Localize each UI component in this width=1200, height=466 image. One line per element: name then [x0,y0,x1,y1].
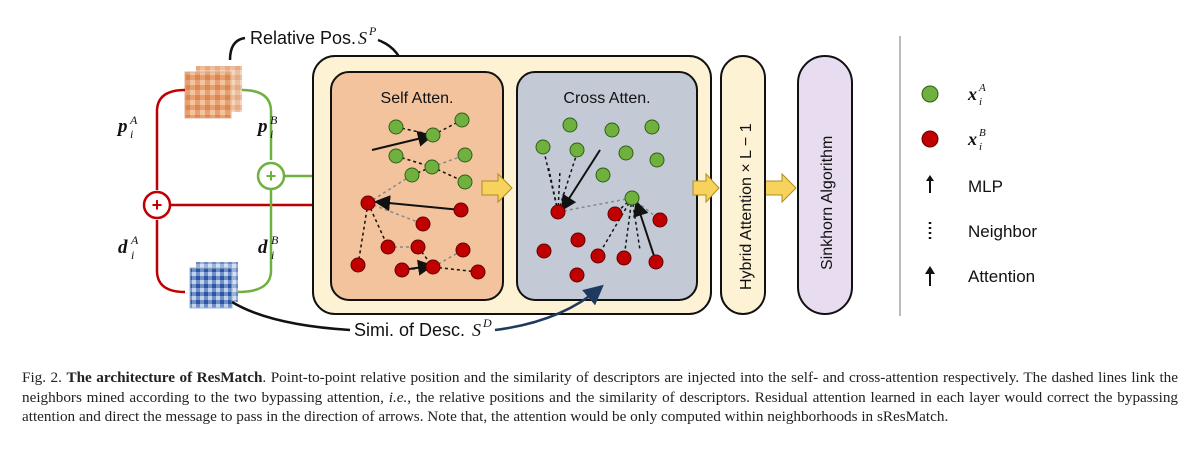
svg-text:i: i [979,96,982,108]
yellow-arrow-self-to-cross [481,172,513,204]
svg-text:Simi. of Desc.: Simi. of Desc. [354,320,465,340]
legend-attention-icon [925,266,935,286]
legend-red-dot [921,130,939,148]
svg-text:A: A [130,233,139,247]
sinkhorn-block [797,55,853,315]
svg-text:p: p [116,116,128,137]
svg-text:i: i [979,141,982,153]
svg-text:i: i [130,127,133,141]
svg-text:x: x [967,84,977,104]
svg-text:B: B [271,233,279,247]
descriptor-connector [231,300,351,332]
caption-title: The architecture of ResMatch [66,369,263,386]
caption-fig-number: Fig. 2. [22,369,62,386]
svg-text:Relative Pos.: Relative Pos. [250,28,356,48]
svg-text:d: d [258,237,268,258]
svg-text:x: x [967,129,977,149]
position-matrix-image [184,66,242,119]
svg-text:B: B [979,127,986,139]
hybrid-attention-block [720,55,766,315]
red-path-top [155,88,186,190]
legend-attention-label: Attention [968,267,1035,286]
legend-xa-label: x A i [967,82,986,108]
red-path-bottom [155,220,186,294]
svg-text:+: + [152,195,163,215]
relative-pos-connector [228,36,246,61]
legend-green-dot [921,85,939,103]
green-path-bottom [237,190,273,294]
d-i-b-label: d B i [258,233,279,262]
p-i-a-label: p A i [116,113,138,141]
svg-text:B: B [270,113,278,127]
svg-text:A: A [978,82,986,94]
legend-mlp-icon [926,175,934,193]
yellow-arrow-to-sinkhorn [764,172,797,204]
figure-caption: Fig. 2. The architecture of ResMatch. Po… [22,368,1178,427]
svg-text:p: p [256,116,268,137]
svg-text:i: i [271,248,274,262]
simi-desc-arrow [494,284,604,332]
caption-body-2: , the relative positions and the similar… [22,388,1179,426]
sinkhorn-label: Sinkhorn Algorithm [819,136,836,270]
svg-text:S: S [358,28,367,48]
svg-text:+: + [266,166,277,186]
svg-text:D: D [482,316,492,330]
self-attention-title: Self Atten. [381,90,454,107]
legend-mlp-label: MLP [968,177,1003,196]
d-i-a-label: d A i [118,233,139,262]
svg-text:i: i [131,248,134,262]
caption-body-1: . Point-to-point relative position and t… [22,369,1179,406]
svg-text:d: d [118,237,128,258]
legend-xb-label: x B i [967,127,986,153]
legend: x A i x B i MLP Neighbor Attention [921,82,1037,286]
relative-pos-label: Relative Pos. S P [250,24,377,48]
descriptor-matrix-image [189,262,238,309]
hybrid-attention-label: Hybrid Attention × L − 1 [738,123,755,290]
svg-text:A: A [129,113,138,127]
self-attention-graph [350,112,486,280]
svg-text:P: P [368,24,377,38]
legend-neighbor-label: Neighbor [968,222,1037,241]
caption-ie: i.e. [388,388,408,406]
cross-attention-graph [535,117,668,283]
svg-text:S: S [472,320,481,340]
simi-desc-label: Simi. of Desc. S D [354,316,492,340]
cross-attention-title: Cross Atten. [563,90,650,107]
yellow-arrow-to-hybrid [692,172,720,204]
p-i-b-label: p B i [256,113,278,141]
svg-text:i: i [270,127,273,141]
green-path-top [241,88,273,160]
